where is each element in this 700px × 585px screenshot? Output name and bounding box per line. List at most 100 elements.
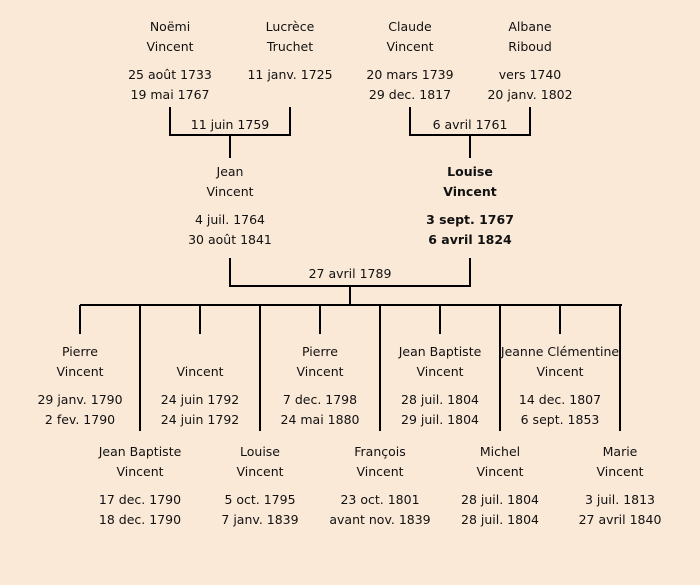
last-name: Vincent (296, 364, 344, 379)
connector-line (559, 305, 561, 334)
first-name (130, 342, 270, 362)
last-name: Riboud (508, 39, 552, 54)
sibling-line (80, 304, 622, 306)
last-name: Vincent (206, 184, 254, 199)
birth-date: 4 juil. 1764 (194, 212, 266, 227)
connector-line (439, 305, 441, 334)
marriage-date: 27 avril 1789 (308, 266, 392, 281)
first-name: Jean Baptiste (398, 344, 482, 359)
last-name: Vincent (176, 364, 224, 379)
connector-line (79, 305, 81, 334)
birth-date: 25 août 1733 (128, 67, 212, 82)
last-name: Vincent (476, 464, 524, 479)
death-date: 18 dec. 1790 (98, 512, 182, 527)
last-name: Vincent (416, 364, 464, 379)
marriage-date: 11 juin 1759 (190, 117, 270, 132)
connector-line (289, 107, 291, 136)
first-name: Albane (508, 19, 552, 34)
last-name: Vincent (443, 184, 497, 199)
death-date: 27 avril 1840 (578, 512, 662, 527)
birth-date: 28 juil. 1804 (461, 492, 539, 507)
first-name: Jeanne Clémentine (500, 344, 620, 359)
last-name: Vincent (236, 464, 284, 479)
connector-line (379, 305, 381, 431)
last-name: Vincent (116, 464, 164, 479)
birth-date: 3 sept. 1767 (426, 212, 514, 227)
connector-line (409, 107, 411, 136)
death-date: 2 fev. 1790 (44, 412, 116, 427)
connector-line (229, 258, 231, 287)
death-date: 24 mai 1880 (280, 412, 360, 427)
death-date: 6 sept. 1853 (520, 412, 600, 427)
birth-date: 24 juin 1792 (160, 392, 240, 407)
birth-date: 14 dec. 1807 (518, 392, 602, 407)
last-name: Vincent (596, 464, 644, 479)
first-name: Michel (479, 444, 521, 459)
birth-date: 11 janv. 1725 (247, 67, 333, 82)
birth-date: 17 dec. 1790 (98, 492, 182, 507)
birth-date: 3 juil. 1813 (584, 492, 656, 507)
first-name: Jean (216, 164, 244, 179)
person-child[interactable]: Vincent 24 juin 1792 24 juin 1792 (130, 342, 270, 430)
first-name: François (354, 444, 406, 459)
first-name: Marie (602, 444, 638, 459)
connector-line (139, 305, 141, 431)
death-date: 30 août 1841 (188, 232, 272, 247)
connector-line (349, 286, 351, 306)
first-name: Louise (240, 444, 280, 459)
birth-date: 5 oct. 1795 (224, 492, 296, 507)
connector-line (469, 135, 471, 158)
death-date (220, 85, 360, 105)
last-name: Truchet (266, 39, 314, 54)
death-date: 6 avril 1824 (428, 232, 512, 247)
death-date: 24 juin 1792 (160, 412, 240, 427)
connector-line (229, 135, 231, 158)
birth-date: 20 mars 1739 (366, 67, 454, 82)
connector-line (169, 107, 171, 136)
connector-line (259, 305, 261, 431)
connector-line (529, 107, 531, 136)
death-date: 29 dec. 1817 (368, 87, 452, 102)
connector-line (619, 305, 621, 431)
death-date: 28 juil. 1804 (461, 512, 539, 527)
birth-date: vers 1740 (498, 67, 562, 82)
last-name: Vincent (386, 39, 434, 54)
last-name: Vincent (56, 364, 104, 379)
death-date: 29 juil. 1804 (401, 412, 479, 427)
marriage-date: 6 avril 1761 (432, 117, 508, 132)
first-name: Pierre (302, 344, 338, 359)
connector-line (499, 305, 501, 431)
birth-date: 28 juil. 1804 (401, 392, 479, 407)
last-name: Vincent (146, 39, 194, 54)
first-name: Louise (447, 164, 493, 179)
first-name: Noëmi (149, 19, 191, 34)
birth-date: 23 oct. 1801 (340, 492, 420, 507)
first-name: Lucrèce (265, 19, 315, 34)
birth-date: 29 janv. 1790 (37, 392, 123, 407)
birth-date: 7 dec. 1798 (282, 392, 358, 407)
death-date: 7 janv. 1839 (221, 512, 299, 527)
death-date: 19 mai 1767 (130, 87, 210, 102)
connector-line (319, 305, 321, 334)
connector-line (199, 305, 201, 334)
death-date: 20 janv. 1802 (487, 87, 573, 102)
death-date: avant nov. 1839 (329, 512, 431, 527)
first-name: Pierre (62, 344, 98, 359)
first-name: Claude (388, 19, 432, 34)
first-name: Jean Baptiste (98, 444, 182, 459)
